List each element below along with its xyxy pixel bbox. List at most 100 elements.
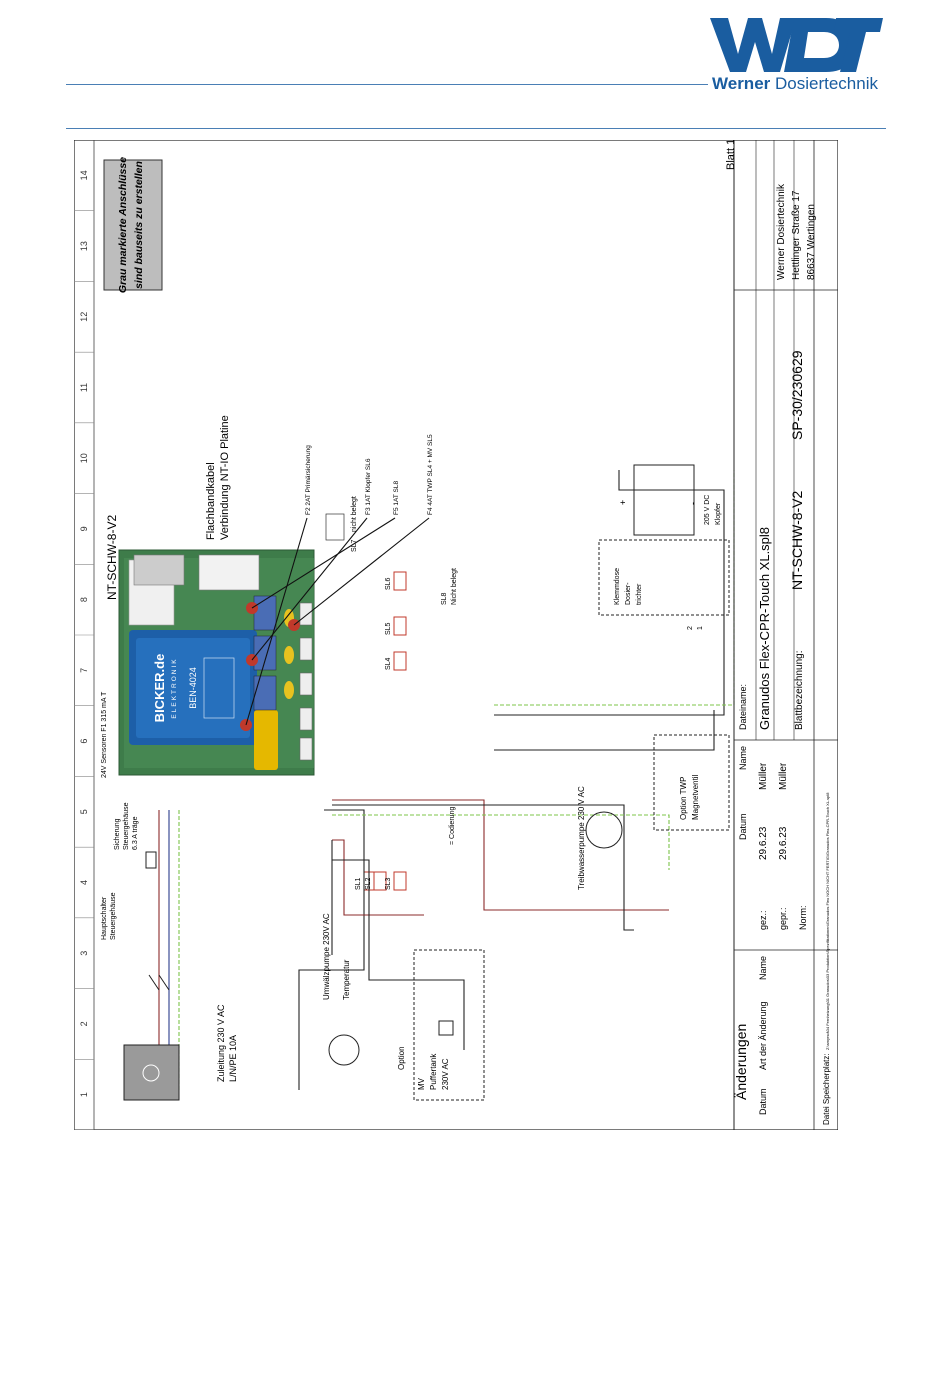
note-line-1: Grau markierte Anschlüsse: [117, 157, 129, 293]
wire-label-1: 1: [697, 626, 704, 630]
connector-sl4: [393, 651, 407, 671]
connector-label: SL4: [385, 657, 392, 670]
pump-label-2: Temperatur: [342, 959, 351, 1000]
tb-col-datum: Datum: [758, 1088, 768, 1115]
connector-label: SL3: [385, 877, 392, 890]
psu-brand: BICKER.de: [152, 654, 167, 723]
grid-column-label: 11: [79, 383, 89, 392]
fuse-f2-label: F2 2AT Primärsicherung: [305, 445, 312, 515]
connector-label: SL1: [355, 877, 362, 890]
wdt-logo: [710, 18, 883, 72]
twp-option-label-1: Option TWP: [679, 777, 688, 820]
tb-gez: gez.:: [758, 910, 768, 930]
note-box: Grau markierte Anschlüsse sind bauseits …: [103, 157, 163, 293]
tb-gepr-date: 29.6.23: [778, 826, 789, 860]
tb-datum-head: Datum: [738, 813, 748, 840]
tb-sp: SP-30/230629: [789, 350, 805, 440]
header-connector: [198, 554, 260, 591]
sl7-note: nicht belegt: [351, 496, 358, 532]
board-photo: BICKER.de ELEKTRONIK BEN-4024: [118, 549, 315, 776]
tb-blatt: NT-SCHW-8-V2: [789, 490, 805, 590]
klopfer-label-2: Klopfer: [715, 502, 722, 525]
connector-sl5: [393, 616, 407, 636]
grid-column-label: 8: [79, 597, 89, 602]
ribbon-label-2: Verbindung NT-IO Platine: [219, 415, 231, 540]
psu-model: BEN-4024: [188, 667, 198, 709]
grid-column-label: 14: [79, 170, 89, 180]
connector-sl6: [393, 571, 407, 591]
tb-storage-label: Datei Speicherplatz:: [822, 1053, 831, 1125]
klopfer-symbol: [633, 464, 695, 536]
fuse-label-2: Steuergehäuse: [123, 802, 130, 850]
fuse-label-1: Sicherung: [114, 818, 121, 850]
tb-company-1: Werner Dosiertechnik: [776, 183, 787, 280]
grid-column-label: 6: [79, 739, 89, 744]
plus-label: +: [618, 500, 628, 505]
klopfer-label-1: 205 V DC: [704, 495, 711, 525]
tb-dateiname-label: Dateiname:: [738, 684, 748, 730]
ribbon-label-1: Flachbandkabel: [205, 462, 217, 540]
tb-col-art: Art der Änderung: [758, 1001, 768, 1070]
mv-label-2: Puffertank: [429, 1053, 438, 1090]
main-switch-label-2: Steuergehäuse: [110, 892, 117, 940]
transformer: [254, 710, 278, 770]
plug-symbol: [142, 1064, 160, 1082]
grid-column-label: 7: [79, 668, 89, 673]
tb-name-head: Name: [738, 746, 748, 770]
grid-column-label: 5: [79, 809, 89, 814]
connector-sl3: [393, 871, 407, 891]
tb-gez-name: Müller: [758, 762, 769, 790]
grid-column-label: 13: [79, 241, 89, 251]
tb-gepr: gepr.:: [778, 907, 788, 930]
header-rule-top: [66, 84, 708, 85]
sl8-note: Nicht belegt: [451, 568, 458, 605]
supply-plug: [123, 1044, 180, 1101]
fuse-f5-label: F5 1AT SL8: [393, 481, 400, 515]
sl7-connector: SL7 nicht belegt: [325, 496, 358, 552]
note-line-2: sind bauseits zu erstellen: [133, 161, 145, 289]
components: [123, 464, 730, 1101]
rotated-diagram: Grau markierte Anschlüsse sind bauseits …: [101, 157, 735, 1101]
twp-motor-symbol: [585, 811, 623, 849]
mv-label-3: 230V AC: [441, 1058, 450, 1090]
title-block: [733, 140, 838, 1130]
company-name: Werner Dosiertechnik: [712, 74, 878, 94]
connector-sl2: [373, 871, 387, 891]
tb-company-2: Hettlinger Straße 17: [791, 190, 802, 280]
grid-column-label: 3: [79, 951, 89, 956]
wire-label-2: 2: [687, 626, 694, 630]
fuse-symbol: [145, 851, 157, 869]
mv-label-1: MV: [417, 1077, 426, 1090]
relays: [253, 595, 277, 711]
klemmdose-box: [598, 539, 730, 616]
fuse-leaders: [245, 517, 430, 726]
grid-column-label: 4: [79, 880, 89, 885]
grid-column-label: 10: [79, 453, 89, 463]
main-switch-label-1: Hauptschalter: [101, 896, 108, 940]
main-switch: [148, 974, 170, 991]
dosier-label-2: trichter: [636, 583, 643, 605]
tb-storage-path: Z:\smyrsd\04 Fernheizung\01 Granudos\03 …: [825, 792, 830, 1050]
tb-gepr-name: Müller: [778, 762, 789, 790]
tb-blatt-label: Blattbezeichnung:: [794, 650, 805, 730]
dosier-label-1: Dosier-: [625, 582, 632, 605]
pump-label-1: Umwälzpumpe 230V AC: [322, 913, 331, 1000]
twp-label: Treibwasserpumpe 230 V AC: [577, 786, 586, 890]
company-name-bold: Werner: [712, 74, 771, 93]
klemmdose-label: Klemmdose: [614, 568, 621, 605]
twp-option-label-2: Magnetventil: [691, 774, 700, 820]
supply-label-2: L/N/PE 10A: [228, 1035, 238, 1082]
connector-label: SL5: [385, 622, 392, 635]
tb-aenderungen: Änderungen: [733, 1024, 749, 1100]
mv-option-box: [413, 949, 485, 1101]
grid-column-label: 12: [79, 312, 89, 322]
tb-company-3: 86637 Wertingen: [806, 204, 817, 280]
tb-gez-date: 29.6.23: [758, 826, 769, 860]
circ-pump-symbol: [328, 1034, 360, 1066]
mv-valve-symbol: [438, 1020, 454, 1036]
tb-norm: Norm:: [798, 906, 808, 931]
sl8-label: SL8: [441, 592, 448, 605]
ribbon-connector: [133, 554, 185, 586]
psu-module: BICKER.de ELEKTRONIK BEN-4024: [129, 630, 257, 745]
